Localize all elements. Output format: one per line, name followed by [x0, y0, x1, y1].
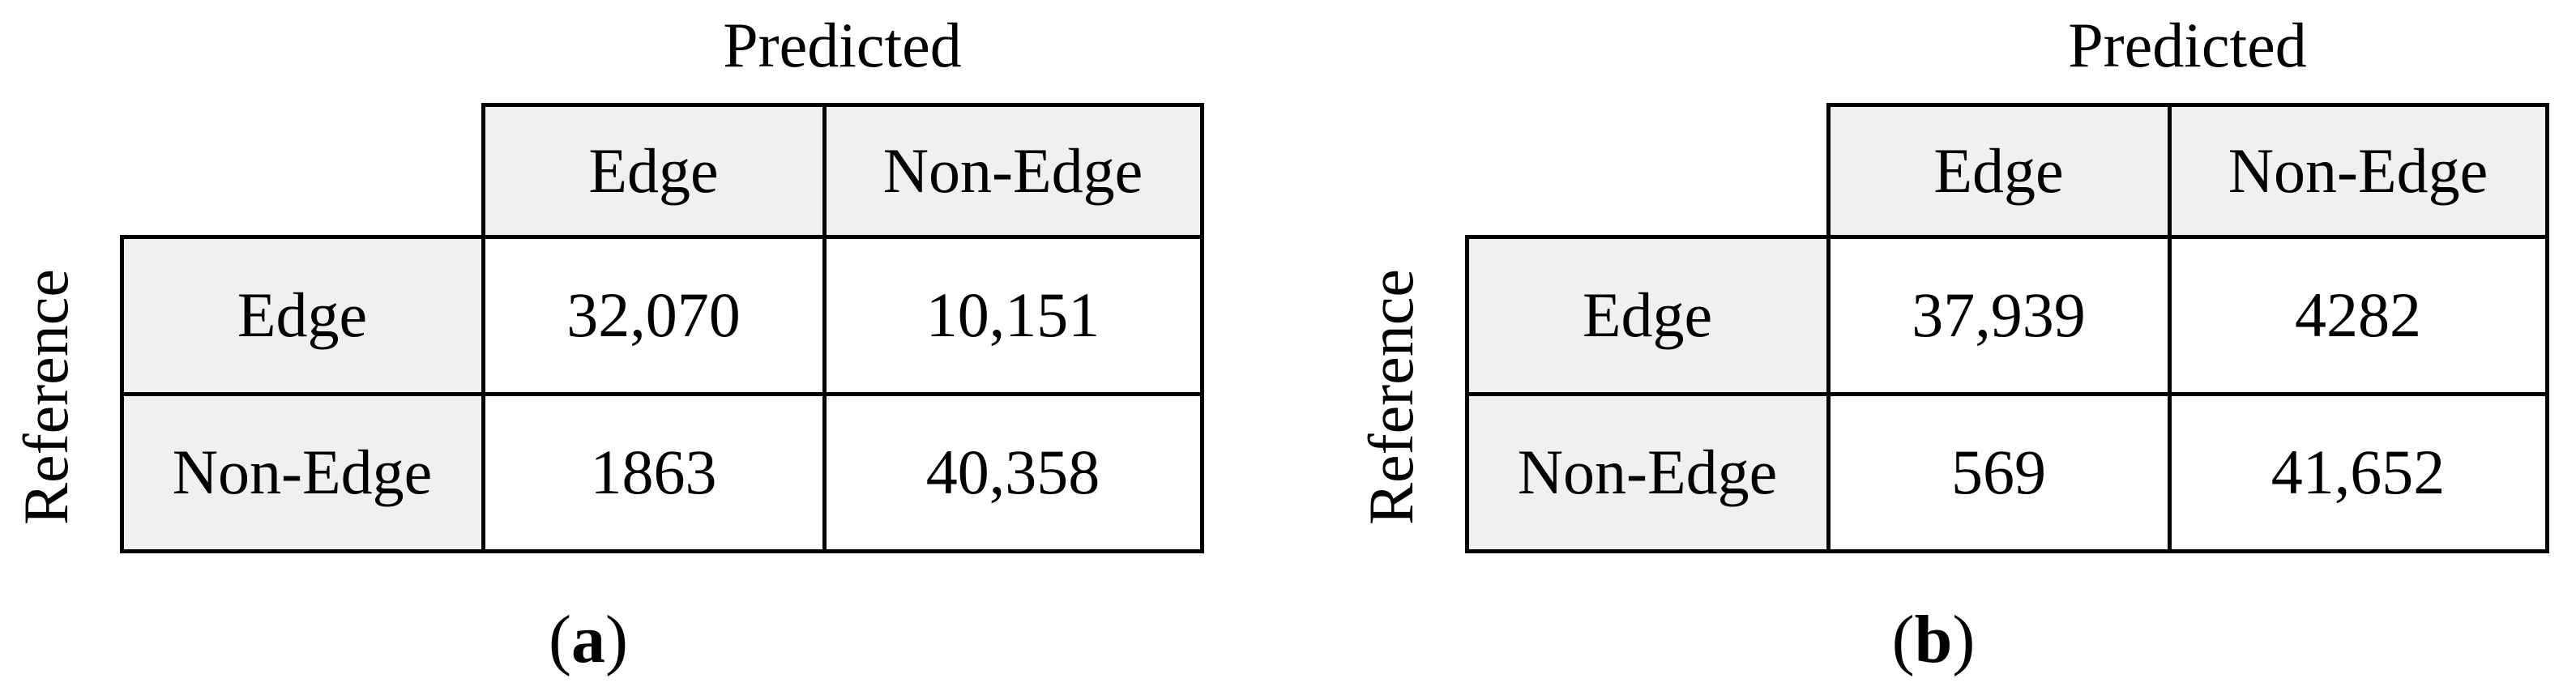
cell-edge-non-edge: 4282 — [2295, 279, 2421, 350]
col-header-non-edge: Non-Edge — [2169, 105, 2547, 237]
table-grid-line — [481, 103, 1204, 107]
row-header-non-edge: Non-Edge — [122, 394, 483, 551]
col-header-non-edge: Non-Edge — [824, 105, 1202, 237]
table-grid-line — [1826, 103, 2549, 107]
col-header-edge: Edge — [483, 105, 824, 237]
table-grid-line — [481, 103, 485, 553]
table-grid-line — [822, 103, 827, 553]
caption-letter: b — [1914, 602, 1953, 677]
cell-non-edge-non-edge: 41,652 — [2271, 437, 2446, 507]
table-grid-line — [2168, 103, 2172, 553]
predicted-axis-label: Predicted — [723, 10, 962, 80]
row-header-edge: Edge — [122, 237, 483, 394]
caption-paren-open: ( — [549, 602, 571, 677]
table-grid-line — [1465, 235, 1469, 553]
table-grid-line — [2545, 103, 2549, 553]
confusion-matrix-a: Predicted Reference Edge Non-Edge Edge N… — [0, 0, 1231, 687]
cell-edge-edge: 37,939 — [1912, 279, 2086, 350]
table-grid-line — [1826, 103, 1831, 553]
table-grid-line — [120, 549, 1204, 553]
table-grid-line — [120, 235, 124, 553]
table-grid-line — [120, 392, 1204, 396]
caption-letter: a — [571, 602, 605, 677]
table-grid-line — [120, 235, 1204, 239]
row-header-edge: Edge — [1467, 237, 1828, 394]
col-header-edge: Edge — [1828, 105, 2169, 237]
subfigure-caption-b: (b) — [1690, 600, 2177, 681]
row-header-non-edge: Non-Edge — [1467, 394, 1828, 551]
confusion-matrix-b: Predicted Reference Edge Non-Edge Edge N… — [1345, 0, 2576, 687]
cell-non-edge-edge: 1863 — [590, 437, 717, 507]
caption-paren-close: ) — [1952, 602, 1976, 677]
cell-edge-edge: 32,070 — [566, 279, 741, 350]
table-grid-line — [1465, 392, 2549, 396]
predicted-axis-label: Predicted — [2068, 10, 2307, 80]
cell-non-edge-edge: 569 — [1951, 437, 2046, 507]
caption-paren-open: ( — [1891, 602, 1915, 677]
cell-edge-non-edge: 10,151 — [925, 279, 1100, 350]
reference-axis-label: Reference — [1356, 268, 1426, 526]
table-grid-line — [1465, 235, 2549, 239]
subfigure-caption-a: (a) — [345, 600, 831, 681]
table-grid-line — [1200, 103, 1204, 553]
reference-axis-label: Reference — [11, 268, 81, 526]
caption-paren-close: ) — [605, 602, 628, 677]
table-grid-line — [1465, 549, 2549, 553]
cell-non-edge-non-edge: 40,358 — [925, 437, 1100, 507]
